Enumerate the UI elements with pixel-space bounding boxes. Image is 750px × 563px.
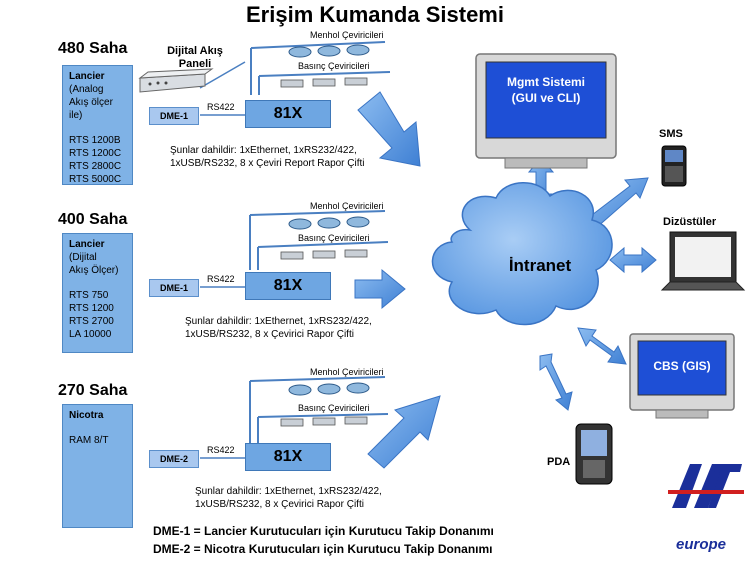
site-480-pressure-label: Basınç Çeviricileri (298, 61, 370, 71)
site-270-box: Nicotra RAM 8/T (62, 404, 133, 528)
site-480-model: RTS 5000C (69, 174, 122, 185)
site-400-pressure-label: Basınç Çeviricileri (298, 233, 370, 243)
cbs-monitor (629, 333, 735, 419)
laptop-device (660, 231, 746, 291)
site-400-box: Lancier (Dijital Akış Ölçer) RTS 750 RTS… (62, 233, 133, 353)
flow-panel-device (138, 68, 214, 93)
site-480-wiring (199, 41, 391, 116)
site-400-dme: DME-1 (149, 279, 199, 297)
mgmt-label: Mgmt Sistemi(GUI ve CLI) (506, 75, 585, 105)
site-270-pressure-label: Basınç Çeviricileri (298, 403, 370, 413)
site-270-controller: 81X (245, 443, 331, 471)
site-400-model: LA 10000 (69, 329, 112, 340)
manhole-converters (288, 44, 370, 396)
site-270-wiring (200, 376, 389, 459)
site-480-rs: RS422 (207, 102, 235, 112)
laptop-label: Dizüstüler (663, 216, 717, 228)
logo-text: europe (676, 536, 727, 553)
sms-phone-device (661, 145, 687, 187)
site-480-box-name: Lancier (69, 71, 105, 82)
page-title: Erişim Kumanda Sistemi (246, 2, 504, 27)
site-400-box-name: Lancier (69, 239, 105, 250)
site-270-title: 270 Saha (58, 382, 128, 399)
legend-item: DME-1 = Lancier Kurutucuları için Kurutu… (153, 524, 494, 538)
intranet-label: İntranet (508, 256, 572, 275)
site-270-box-name: Nicotra (69, 410, 104, 421)
site-400-manhole-label: Menhol Çeviricileri (310, 201, 384, 211)
site-480-box: Lancier (Analog Akış ölçer ile) RTS 1200… (62, 65, 133, 185)
site-400-title: 400 Saha (58, 211, 128, 228)
site-270-dme: DME-2 (149, 450, 199, 468)
legend: DME-1 = Lancier Kurutucuları için Kurutu… (153, 522, 494, 558)
site-480-includes: Şunlar dahildir: 1xEthernet, 1xRS232/422… (170, 145, 365, 169)
site-480-model: RTS 1200C (69, 148, 122, 159)
logo-mark (668, 464, 744, 508)
site-400-model: RTS 750 (69, 290, 109, 301)
site-400-box-subtitle-1: (Dijital (69, 252, 97, 263)
site-270-manhole-label: Menhol Çeviricileri (310, 367, 384, 377)
site-400-model: RTS 2700 (69, 316, 114, 327)
site-480-controller: 81X (245, 100, 331, 128)
cbs-label: CBS (GIS) (653, 359, 711, 373)
site-400-includes: Şunlar dahildir: 1xEthernet, 1xRS232/422… (185, 316, 372, 340)
site-480-dme: DME-1 (149, 107, 199, 125)
pda-label: PDA (547, 456, 571, 468)
site-480-model: RTS 2800C (69, 161, 122, 172)
site-480-box-subtitle-1: (Analog (69, 84, 104, 95)
site-400-rs: RS422 (207, 274, 235, 284)
site-480-model: RTS 1200B (69, 135, 121, 146)
site-400-model: RTS 1200 (69, 303, 114, 314)
arrows (354, 91, 657, 469)
site-480-box-subtitle-2: Akış ölçer ile) (69, 97, 113, 121)
site-400-controller: 81X (245, 272, 331, 300)
pressure-converters (280, 77, 368, 427)
legend-item: DME-2 = Nicotra Kurutucuları için Kurutu… (153, 542, 493, 556)
site-270-model: RAM 8/T (69, 435, 109, 446)
intranet-cloud (431, 182, 613, 326)
site-400-box-subtitle-2: Akış Ölçer) (69, 265, 119, 276)
pda-device (575, 423, 613, 485)
mgmt-monitor (475, 53, 617, 169)
site-480-manhole-label: Menhol Çeviricileri (310, 30, 384, 40)
site-270-rs: RS422 (207, 445, 235, 455)
site-270-includes: Şunlar dahildir: 1xEthernet, 1xRS232/422… (195, 486, 382, 510)
site-400-wiring (200, 210, 389, 288)
site-480-title: 480 Saha (58, 40, 128, 57)
sms-label: SMS (659, 128, 683, 140)
